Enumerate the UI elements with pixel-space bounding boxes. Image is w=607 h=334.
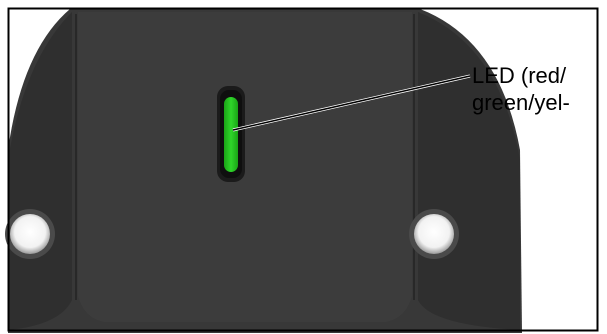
housing-right-rim bbox=[418, 12, 520, 330]
status-led-icon bbox=[224, 97, 238, 172]
mounting-hole-left-icon bbox=[5, 209, 55, 259]
mounting-hole-right-icon bbox=[409, 209, 459, 259]
callout-line-2: green/yel- bbox=[472, 89, 602, 116]
housing-left-rim bbox=[8, 12, 72, 330]
led-callout-label: LED (red/ green/yel- bbox=[472, 62, 602, 116]
callout-line-1: LED (red/ bbox=[472, 62, 602, 89]
